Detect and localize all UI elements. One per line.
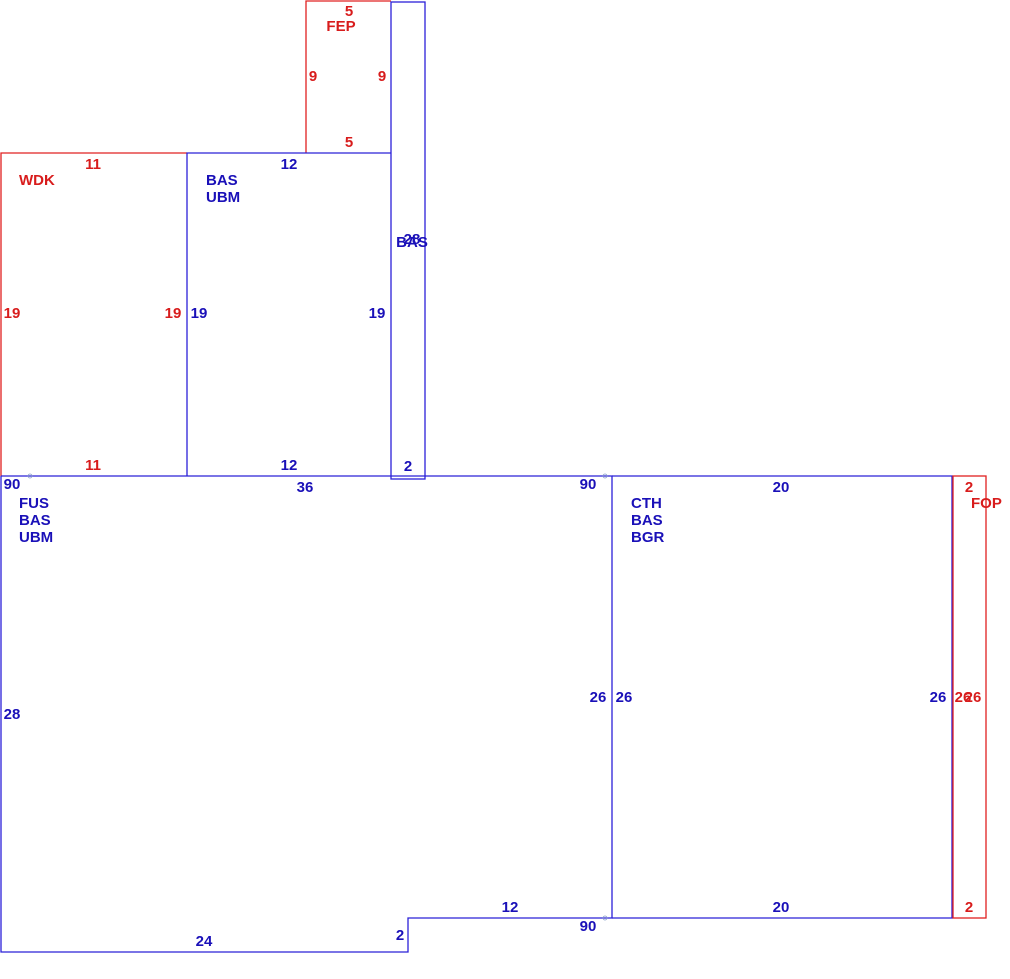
fop-label: FOP <box>971 495 1002 512</box>
fus-dim-left: 28 <box>4 706 21 723</box>
fus-label-2: BAS <box>19 512 51 529</box>
fop-area: FOP 2 26 26 2 <box>952 475 1002 919</box>
bas-upper-label-1: BAS <box>206 172 238 189</box>
cth-dim-bottom: 20 <box>773 899 790 916</box>
fus-dim-step: 2 <box>396 927 404 944</box>
fus-label-3: UBM <box>19 529 53 546</box>
cth-dim-left: 26 <box>616 689 633 706</box>
fop-dim-right: 26 <box>965 689 982 706</box>
fep-area: FEP 5 9 9 5 <box>305 0 391 153</box>
fop-dim-bottom: 2 <box>965 899 973 916</box>
wdk-dim-right: 19 <box>165 305 182 322</box>
angle-bottom-right: 90 <box>580 918 597 935</box>
cth-dim-right: 26 <box>930 689 947 706</box>
bas-strip-area: BAS 28 2 <box>390 1 428 480</box>
bas-dim-right: 19 <box>369 305 386 322</box>
strip-dim-side: 28 <box>404 231 421 248</box>
cth-label-3: BGR <box>631 529 665 546</box>
cth-label-1: CTH <box>631 495 662 512</box>
angle-top-left: 90 <box>4 476 21 493</box>
cth-label-2: BAS <box>631 512 663 529</box>
wdk-dim-bottom: 11 <box>85 457 101 474</box>
fus-dim-right: 26 <box>590 689 607 706</box>
fop-dim-left: 26 <box>955 689 972 706</box>
fep-dim-right: 9 <box>378 68 386 85</box>
cth-dim-top: 20 <box>773 479 790 496</box>
bas-dim-top: 12 <box>281 156 298 173</box>
bas-strip-label: BAS <box>396 234 428 251</box>
fep-dim-bottom: 5 <box>345 134 353 151</box>
fus-area: FUS BAS UBM 90 36 90 28 26 12 90 2 24 <box>0 473 613 953</box>
cth-area: CTH BAS BGR 20 26 26 20 <box>612 475 953 919</box>
wdk-area: WDK 11 19 19 11 <box>0 152 187 476</box>
bas-dim-bottom: 12 <box>281 457 298 474</box>
angle-top-right: 90 <box>580 476 597 493</box>
vertex-marker-br <box>602 915 608 921</box>
fus-dim-bottom: 24 <box>196 933 213 950</box>
fep-dim-left: 9 <box>309 68 317 85</box>
bas-dim-left: 19 <box>191 305 208 322</box>
fep-label: FEP <box>326 18 355 35</box>
fep-dim-top: 5 <box>345 3 353 20</box>
bas-upper-area: BAS UBM 12 19 19 12 <box>186 152 391 476</box>
fus-dim-top: 36 <box>297 479 314 496</box>
fop-dim-top: 2 <box>965 479 973 496</box>
strip-dim-bottom: 2 <box>404 458 412 475</box>
wdk-dim-left: 19 <box>4 305 21 322</box>
vertex-marker-tr <box>602 473 608 479</box>
bas-upper-label-2: UBM <box>206 189 240 206</box>
wdk-dim-top: 11 <box>85 156 101 173</box>
vertex-marker-tl <box>27 473 33 479</box>
fus-dim-step-top: 12 <box>502 899 519 916</box>
fus-label-1: FUS <box>19 495 49 512</box>
wdk-label: WDK <box>19 172 55 189</box>
